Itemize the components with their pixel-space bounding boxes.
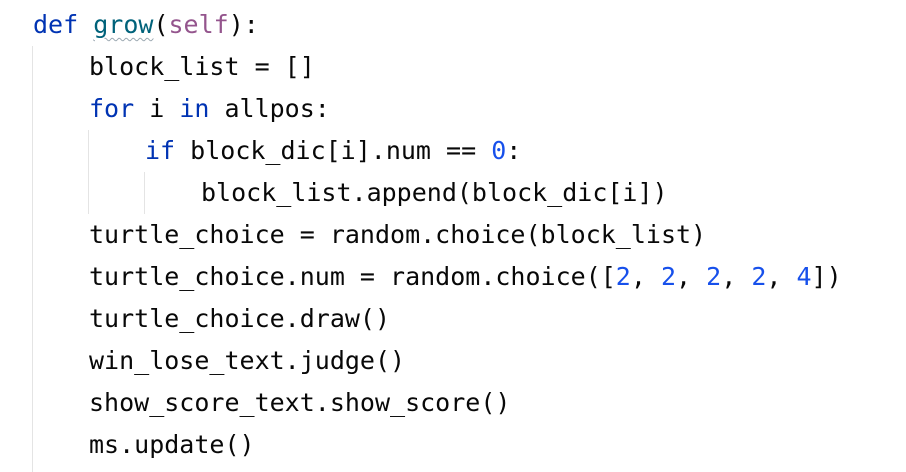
code-text: ])	[811, 262, 842, 291]
code-line-if[interactable]: if block_dic[i].num == 0:	[145, 130, 521, 172]
number-literal: 2	[615, 262, 631, 291]
code-text: ms.update()	[89, 430, 255, 459]
comma: ,	[676, 262, 707, 291]
code-line[interactable]: turtle_choice = random.choice(block_list…	[89, 214, 706, 256]
code-line[interactable]: turtle_choice.draw()	[89, 298, 390, 340]
function-name: grow	[93, 10, 154, 39]
self-param: self	[168, 10, 229, 39]
code-text: show_score_text.show_score()	[89, 388, 511, 417]
comma: ,	[766, 262, 797, 291]
code-text: win_lose_text.judge()	[89, 346, 406, 375]
keyword-in: in	[179, 94, 210, 123]
indent-guide	[88, 130, 89, 214]
code-text: i	[134, 94, 180, 123]
paren-open: (	[153, 10, 169, 39]
code-line[interactable]: win_lose_text.judge()	[89, 340, 405, 382]
code-text: block_list.append(block_dic[i])	[201, 178, 668, 207]
code-line[interactable]: ms.update()	[89, 424, 255, 466]
code-text: :	[506, 136, 522, 165]
code-text: allpos:	[209, 94, 330, 123]
code-text: turtle_choice.draw()	[89, 304, 391, 333]
code-line[interactable]: block_list = []	[89, 46, 315, 88]
indent-guide	[144, 172, 145, 214]
code-line[interactable]: show_score_text.show_score()	[89, 382, 510, 424]
code-text: turtle_choice = random.choice(block_list…	[89, 220, 707, 249]
number-literal: 2	[660, 262, 677, 291]
keyword-def: def	[33, 10, 79, 39]
comma: ,	[721, 262, 752, 291]
number-literal: 2	[706, 262, 722, 291]
paren-close: ):	[228, 10, 259, 39]
keyword-if: if	[145, 136, 176, 165]
code-line[interactable]: block_list.append(block_dic[i])	[201, 172, 668, 214]
number-literal: 0	[491, 136, 507, 165]
space	[78, 10, 93, 39]
number-literal: 2	[751, 262, 767, 291]
comma: ,	[630, 262, 661, 291]
keyword-for: for	[89, 94, 135, 123]
number-literal: 4	[796, 262, 812, 291]
code-line[interactable]: turtle_choice.num = random.choice([2, 2,…	[89, 256, 842, 298]
indent-guide	[32, 46, 33, 472]
code-line-for[interactable]: for i in allpos:	[89, 88, 330, 130]
code-text: turtle_choice.num = random.choice([	[89, 262, 616, 291]
code-line-def[interactable]: def grow(self):	[33, 4, 259, 46]
code-text: block_dic[i].num ==	[175, 136, 492, 165]
code-text: block_list = []	[89, 52, 315, 81]
